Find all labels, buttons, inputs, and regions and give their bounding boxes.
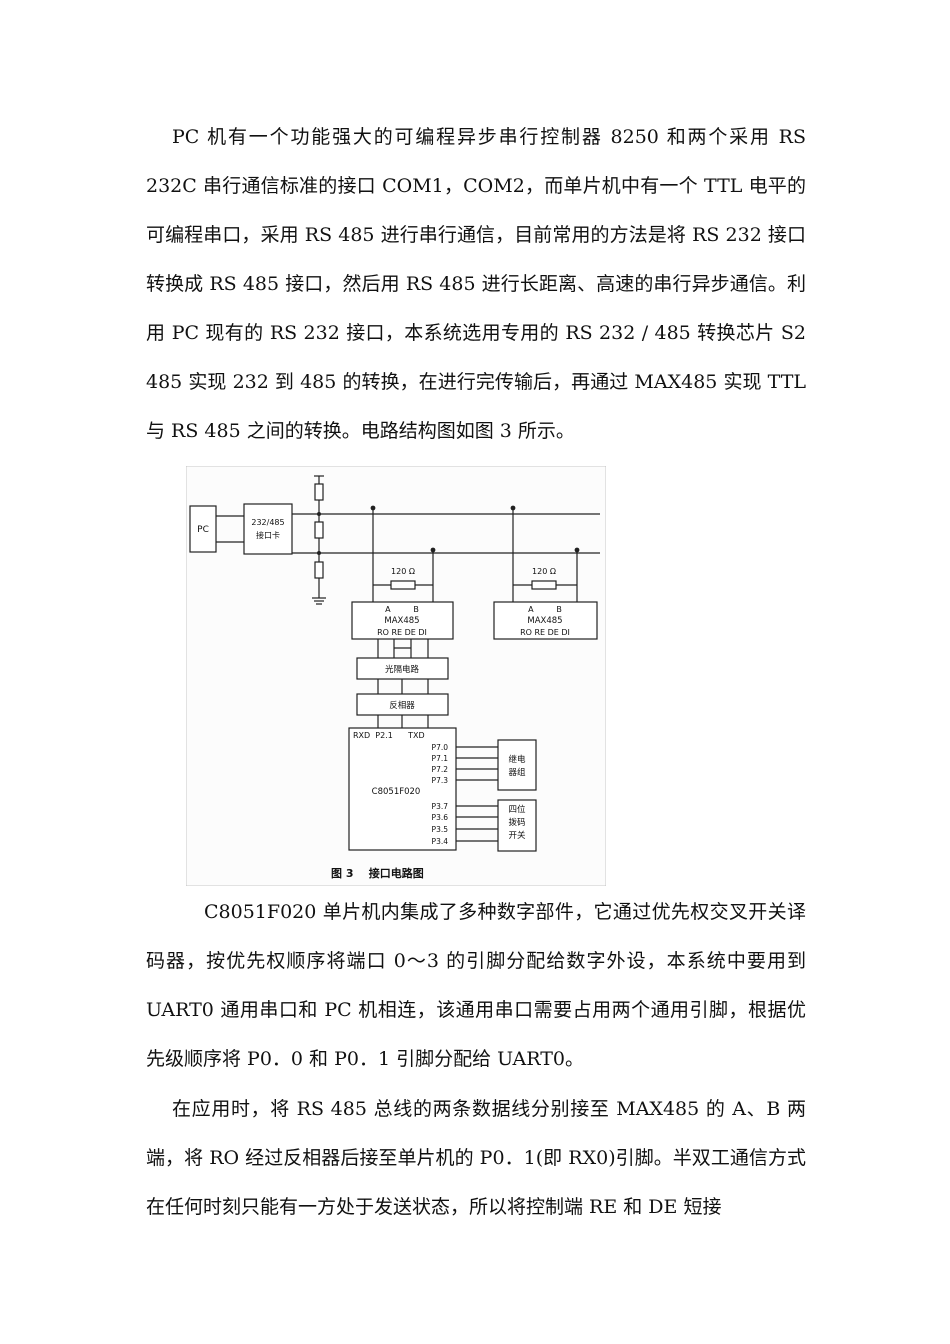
bias-resistor-mid: [314, 521, 324, 539]
paragraph-mcu: C8051F020 单片机内集成了多种数字部件，它通过优先权交叉开关译码器，按优…: [146, 901, 806, 1070]
inverter-label: 反相器: [389, 700, 415, 711]
relay-label-2: 器组: [508, 767, 526, 778]
pin-p3-4: P3.4: [432, 837, 449, 846]
converter-box: [243, 503, 293, 555]
optocoupler-label: 光隔电路: [385, 664, 420, 675]
max485-2-ab-pins: A B: [528, 605, 562, 614]
max485-2-name: MAX485: [527, 616, 562, 626]
paragraph-application: 在应用时，将 RS 485 总线的两条数据线分别接至 MAX485 的 A、B …: [146, 1098, 806, 1218]
pin-p7-2: P7.2: [432, 765, 449, 774]
bias-resistor-bottom: [314, 561, 324, 579]
termination-resistor-1-label: 120 Ω: [391, 567, 415, 576]
junction-dot: [430, 547, 436, 553]
paragraph-intro: PC 机有一个功能强大的可编程异步串行控制器 8250 和两个采用 RS 232…: [146, 126, 806, 442]
bias-resistor-top: [314, 483, 324, 501]
figure-caption: 图 3 接口电路图: [331, 866, 424, 880]
termination-resistor-2: [531, 580, 557, 590]
dip-switch-box: [497, 799, 537, 852]
termination-resistor-1: [390, 580, 416, 590]
max485-1-ab-pins: A B: [385, 605, 419, 614]
dip-label-1: 四位: [508, 804, 526, 815]
converter-label-2: 接口卡: [256, 530, 280, 540]
pin-p3-5: P3.5: [432, 825, 449, 834]
pin-p3-6: P3.6: [432, 813, 449, 822]
junction-dot: [510, 505, 516, 511]
pin-p3-7: P3.7: [432, 802, 449, 811]
junction-dot: [317, 512, 321, 516]
mcu-top-pins: RXD P2.1 TXD: [353, 731, 425, 740]
converter-label-1: 232/485: [251, 518, 284, 527]
mcu-box: [348, 727, 457, 851]
dip-label-2: 拨码: [508, 817, 525, 828]
interface-circuit-figure: PC 232/485 接口卡 120 Ω A B MAX485 RO RE DE…: [186, 466, 606, 886]
relay-label-1: 继电: [508, 754, 526, 765]
max485-1-name: MAX485: [384, 616, 419, 626]
max485-1-control-pins: RO RE DE DI: [377, 628, 427, 637]
junction-dot: [574, 547, 580, 553]
max485-2-box: [493, 601, 598, 640]
termination-resistor-2-label: 120 Ω: [532, 567, 556, 576]
junction-dot: [370, 505, 376, 511]
pin-p7-0: P7.0: [432, 743, 449, 752]
max485-1-box: [351, 601, 454, 640]
pin-p7-1: P7.1: [432, 754, 449, 763]
mcu-name: C8051F020: [372, 787, 421, 797]
pin-p7-3: P7.3: [432, 776, 449, 785]
relay-group-box: [497, 739, 537, 791]
pc-box: [189, 505, 217, 553]
max485-2-control-pins: RO RE DE DI: [520, 628, 570, 637]
pc-label: PC: [197, 525, 209, 535]
junction-dot: [317, 551, 321, 555]
dip-label-3: 开关: [508, 830, 526, 841]
